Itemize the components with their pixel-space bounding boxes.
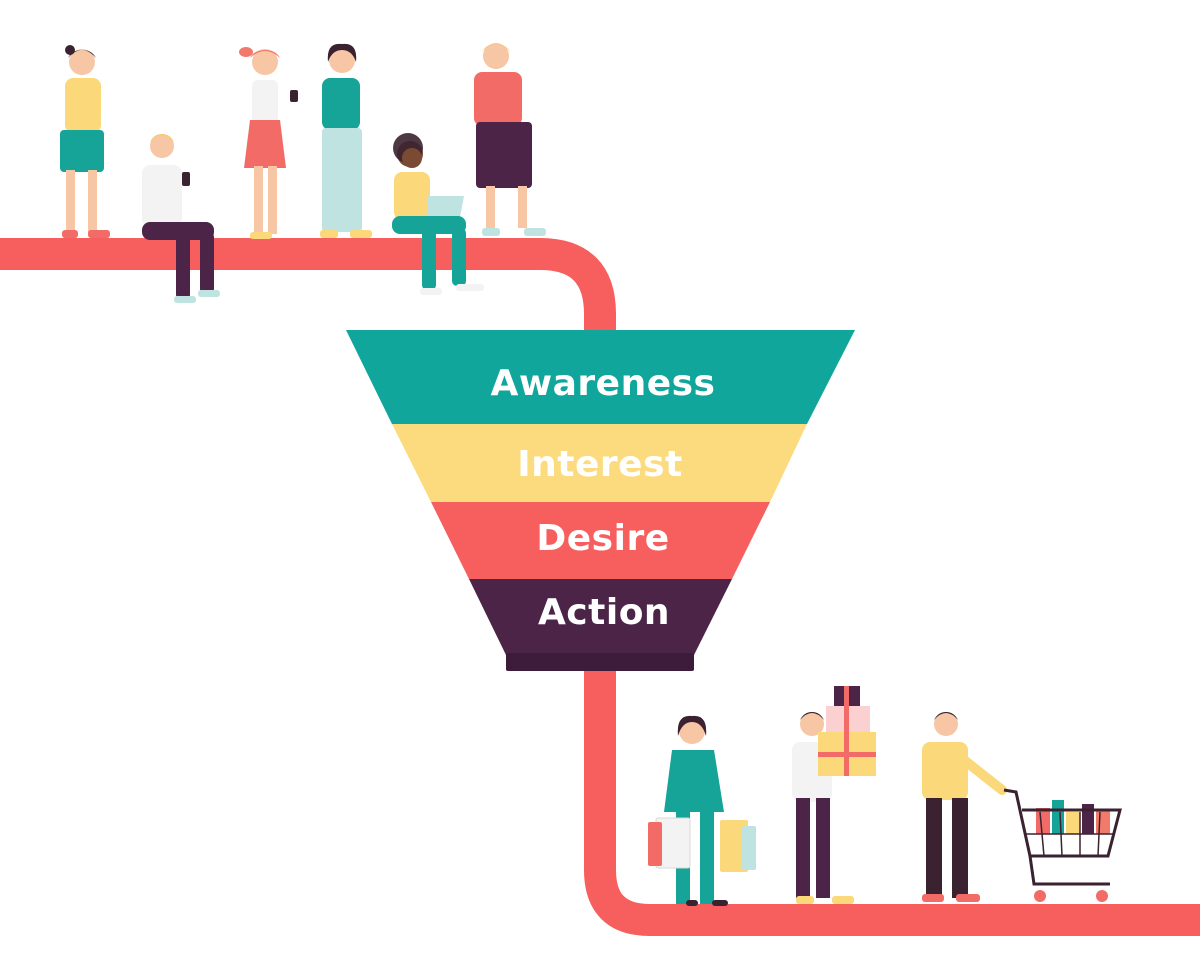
shopping-cart-icon: [1003, 788, 1122, 902]
customer-path-line: [0, 238, 1200, 936]
person-thinking-woman: [60, 45, 110, 238]
person-man-carrying-gifts: [792, 686, 876, 904]
funnel-stage-desire: [431, 502, 770, 579]
funnel-stage-awareness: [346, 330, 855, 424]
person-man-shopping-cart: [922, 712, 1007, 902]
funnel: Awareness Interest Desire Action: [346, 330, 855, 671]
funnel-label-action: Action: [538, 592, 670, 633]
funnel-stage-interest: [392, 424, 807, 502]
funnel-spout: [506, 653, 694, 671]
funnel-stage-action: [469, 579, 732, 655]
funnel-label-awareness: Awareness: [491, 363, 716, 404]
person-woman-red-hair-phone: [239, 47, 298, 239]
person-sitting-woman-laptop: [392, 133, 484, 295]
person-sitting-man-phone: [142, 134, 220, 303]
funnel-label-desire: Desire: [536, 518, 669, 559]
funnel-label-interest: Interest: [517, 444, 682, 485]
person-woman-shopping-bags: [648, 715, 756, 906]
person-standing-man-red-shirt: [474, 43, 546, 236]
person-woman-teal-top: [320, 43, 372, 238]
